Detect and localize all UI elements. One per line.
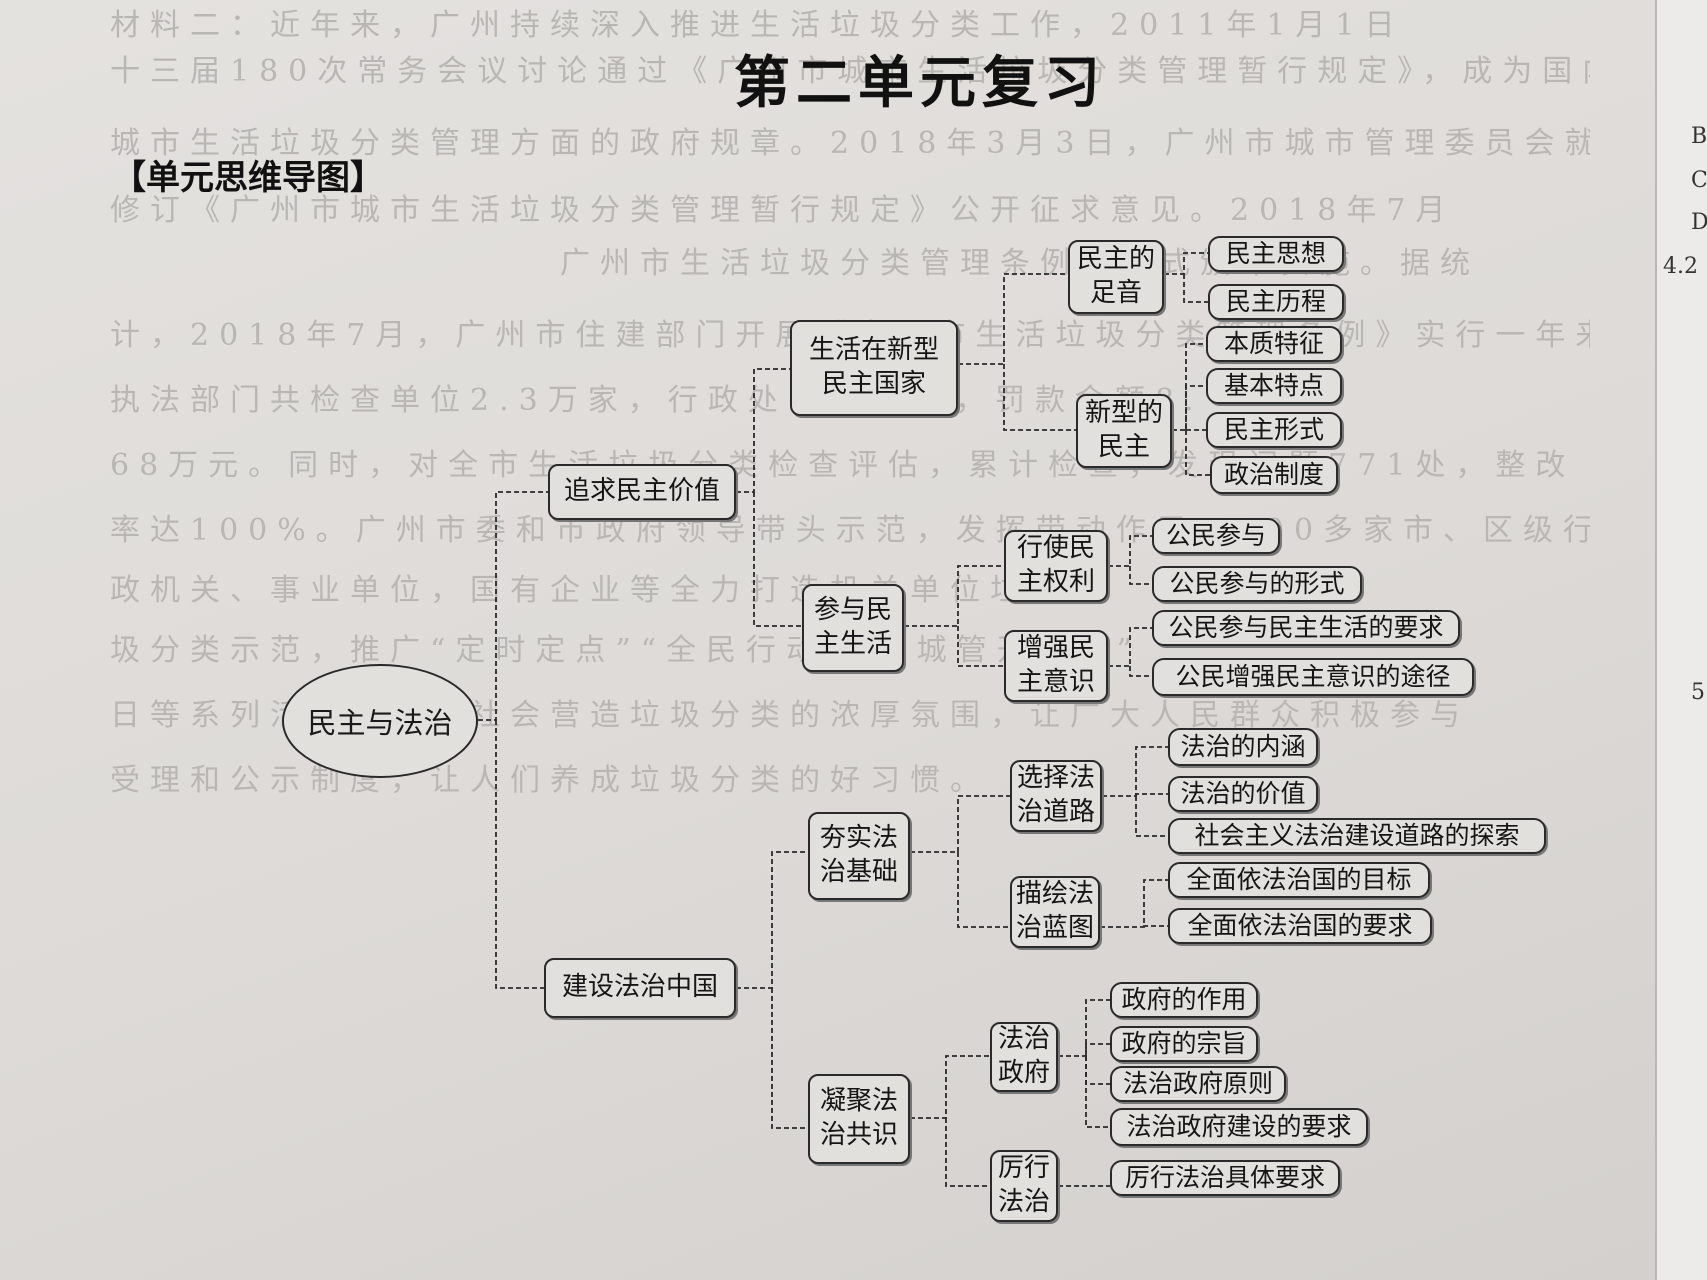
- leaf-node: 公民参与: [1152, 518, 1280, 554]
- topic-new-democratic-country: 生活在新型 民主国家: [790, 320, 958, 416]
- next-page-edge: B C D 4.2 5: [1655, 0, 1707, 1280]
- mindmap-root: 民主与法治: [282, 664, 478, 778]
- group-exercise-democratic-rights: 行使民 主权利: [1004, 530, 1108, 602]
- leaf-node: 本质特征: [1206, 326, 1342, 362]
- leaf-node: 政治制度: [1210, 456, 1338, 494]
- leaf-node: 公民参与的形式: [1152, 566, 1362, 602]
- leaf-node: 法治的内涵: [1168, 728, 1318, 766]
- background-text-line: 修订《广州市城市生活垃圾分类管理暂行规定》公开征求意见。2018年7月: [110, 193, 1456, 228]
- background-text-line: 受理和公示制度，让人们养成垃圾分类的好习惯。: [110, 763, 990, 798]
- leaf-node: 公民参与民主生活的要求: [1152, 610, 1460, 646]
- background-text-line: 十三届180次常务会议讨论通过《广州市城市生活垃圾分类管理暂行规定》，成为国内第…: [110, 54, 1590, 89]
- leaf-node: 基本特点: [1206, 368, 1342, 404]
- group-footsteps-of-democracy: 民主的 足音: [1068, 240, 1164, 314]
- edge-letter: D: [1691, 210, 1707, 235]
- leaf-node: 民主思想: [1208, 236, 1344, 272]
- leaf-node: 公民增强民主意识的途径: [1152, 658, 1474, 696]
- leaf-node: 法治的价值: [1168, 776, 1318, 812]
- topic-consolidate-rule-of-law-foundation: 夯实法 治基础: [808, 812, 910, 900]
- leaf-node: 政府的作用: [1110, 982, 1258, 1018]
- background-text-line: 圾分类示范，推广“定时定点”“全民行动日”“城管开放日”: [110, 633, 1143, 668]
- topic-build-rule-of-law-consensus: 凝聚法 治共识: [808, 1074, 910, 1164]
- edge-letter: B: [1691, 124, 1707, 149]
- background-text-line: 率达100%。广州市委和市政府领导带头示范，发挥带动作用，500多家市、区级行: [110, 513, 1590, 548]
- group-enhance-democratic-awareness: 增强民 主意识: [1004, 630, 1108, 702]
- leaf-node: 民主历程: [1208, 284, 1344, 320]
- leaf-node: 社会主义法治建设道路的探索: [1168, 818, 1546, 854]
- group-rule-of-law-government: 法治 政府: [990, 1022, 1058, 1092]
- background-text-line: 执法部门共检查单位2.3万家，行政处罚205宗，罚款金额8.: [110, 383, 1204, 418]
- leaf-node: 法治政府建设的要求: [1110, 1108, 1368, 1146]
- background-text-line: 材料二：近年来，广州持续深入推进生活垃圾分类工作，2011年1月1日: [110, 8, 1405, 43]
- page-title: 第二单元复习: [734, 50, 1106, 116]
- group-choose-rule-of-law-path: 选择法 治道路: [1010, 760, 1102, 832]
- background-text-line: 城市生活垃圾分类管理方面的政府规章。2018年3月3日，广州市城市管理委员会就: [110, 126, 1590, 161]
- leaf-node: 全面依法治国的目标: [1168, 862, 1430, 898]
- group-practice-rule-of-law: 厉行 法治: [990, 1150, 1058, 1222]
- edge-number: 5: [1691, 680, 1705, 705]
- section-heading: 【单元思维导图】: [112, 158, 384, 198]
- leaf-node: 法治政府原则: [1110, 1066, 1286, 1102]
- leaf-node: 全面依法治国的要求: [1168, 908, 1432, 944]
- branch-pursue-democratic-value: 追求民主价值: [548, 464, 736, 520]
- leaf-node: 民主形式: [1206, 412, 1342, 448]
- group-new-democracy: 新型的 民主: [1076, 394, 1172, 468]
- leaf-node: 政府的宗旨: [1110, 1026, 1258, 1062]
- edge-letter: C: [1691, 168, 1707, 193]
- edge-number: 4.2: [1663, 254, 1698, 279]
- topic-participate-democratic-life: 参与民 主生活: [802, 584, 904, 672]
- group-draw-rule-of-law-blueprint: 描绘法 治蓝图: [1010, 876, 1100, 948]
- leaf-node: 厉行法治具体要求: [1110, 1160, 1340, 1196]
- branch-build-rule-of-law-china: 建设法治中国: [544, 958, 736, 1018]
